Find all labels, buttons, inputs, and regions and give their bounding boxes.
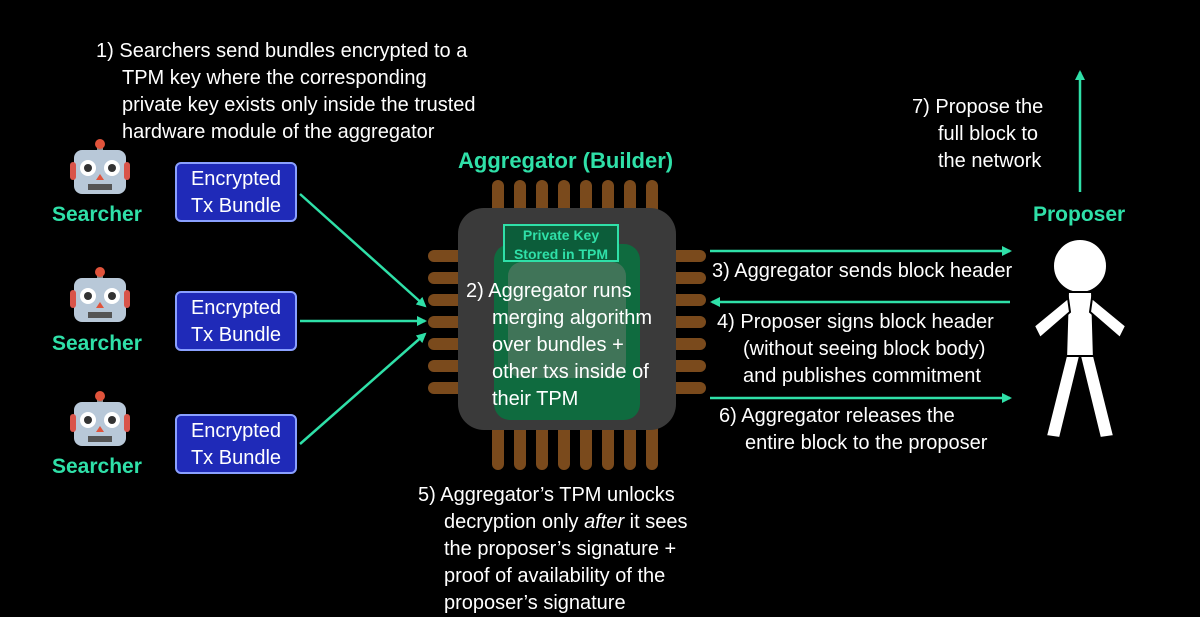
step5-line2-post: it sees (624, 511, 688, 533)
searcher-label: Searcher (52, 332, 142, 355)
step2-text: 2) Aggregator runs merging algorithm ove… (466, 278, 652, 413)
bundle-line2: Tx Bundle (190, 447, 282, 469)
tpm-chip (428, 180, 706, 470)
step1-line: TPM key where the corresponding (122, 67, 427, 89)
private-key-line1: Private Key (522, 227, 600, 243)
arrow-bundle1-to-chip (299, 193, 427, 308)
step5-text: 5) Aggregator’s TPM unlocks decryption o… (418, 482, 687, 617)
diagram-canvas (70, 70, 1128, 470)
step1-text: 1) Searchers send bundles encrypted to a… (96, 38, 476, 146)
step6-line: Aggregator releases the (741, 405, 955, 427)
bundle-line1: Encrypted (190, 420, 282, 442)
step1-number: 1) (96, 40, 114, 62)
step7-text: 7) Propose the full block to the network (912, 94, 1043, 175)
step7-line: full block to (938, 123, 1039, 145)
step4-text: 4) Proposer signs block header (without … (717, 309, 994, 390)
proposer-label: Proposer (1033, 203, 1126, 226)
step4-line: and publishes commitment (743, 365, 981, 387)
step5-line2-pre: decryption only (444, 511, 585, 533)
step2-line: Aggregator runs (488, 280, 632, 302)
step6-number: 6) (719, 405, 737, 427)
step5-line: decryption only after it sees (418, 509, 687, 536)
chip-pins-bottom (492, 422, 658, 470)
step7-line: Propose the (935, 96, 1044, 118)
aggregator-title: Aggregator (Builder) (458, 148, 674, 173)
tpm-core-inner (508, 262, 626, 378)
step5-line: proof of availability of the (444, 565, 666, 587)
step5-line: proposer’s signature (444, 592, 626, 614)
step2-line: their TPM (492, 388, 579, 410)
bundle-line2: Tx Bundle (190, 195, 282, 217)
step4-number: 4) (717, 311, 735, 333)
encrypted-bundle: Encrypted Tx Bundle (175, 291, 297, 351)
step2-line: other txs inside of (492, 361, 649, 383)
step6-line: entire block to the proposer (745, 432, 988, 454)
step3-line: Aggregator sends block header (734, 260, 1013, 282)
private-key-line2: Stored in TPM (513, 246, 609, 262)
step2-line: over bundles + (492, 334, 624, 356)
chip-pins-top (492, 180, 658, 216)
encrypted-bundle: Encrypted Tx Bundle (175, 162, 297, 222)
arrow-bundle3-to-chip (299, 332, 427, 445)
stick-figure-icon (1032, 238, 1128, 440)
bundle-line1: Encrypted (190, 168, 282, 190)
encrypted-bundle: Encrypted Tx Bundle (175, 414, 297, 474)
step5-line2-emphasis: after (584, 511, 625, 533)
step2-line: merging algorithm (492, 307, 653, 329)
step1-line: private key exists only inside the trust… (122, 94, 476, 116)
step5-line: Aggregator’s TPM unlocks (440, 484, 675, 506)
step4-line: Proposer signs block header (740, 311, 994, 333)
robot-icon (70, 267, 130, 322)
step7-number: 7) (912, 96, 930, 118)
step3-text: 3) Aggregator sends block header (712, 258, 1012, 285)
step1-line: hardware module of the aggregator (122, 121, 435, 143)
step3-number: 3) (712, 260, 730, 282)
step6-text: 6) Aggregator releases the entire block … (719, 403, 987, 457)
bundle-line2: Tx Bundle (190, 324, 282, 346)
searcher-label: Searcher (52, 455, 142, 478)
bundle-line1: Encrypted (190, 297, 282, 319)
step5-line: the proposer’s signature + (444, 538, 677, 560)
private-key-label: Private Key Stored in TPM (503, 224, 619, 262)
robot-icon (70, 391, 130, 446)
step5-number: 5) (418, 484, 436, 506)
step2-number: 2) (466, 280, 484, 302)
step7-line: the network (938, 150, 1042, 172)
step1-line: Searchers send bundles encrypted to a (119, 40, 468, 62)
step4-line: (without seeing block body) (743, 338, 986, 360)
robot-icon (70, 139, 130, 194)
searcher-label: Searcher (52, 203, 142, 226)
